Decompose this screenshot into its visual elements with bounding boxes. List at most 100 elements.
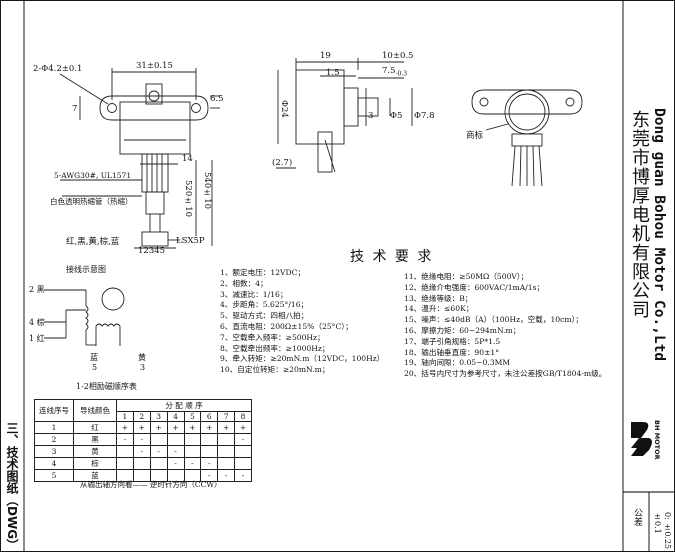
spec-item: 15、噪声：≤40dB（A）（100Hz，空载，10cm）； xyxy=(404,315,583,325)
step-number: 7 xyxy=(217,410,236,423)
cell-wire-color: 黑 xyxy=(73,433,117,447)
cell-polarity: - xyxy=(200,457,219,471)
step-number: 4 xyxy=(166,410,185,423)
dim-wire-spec: 5-AWG30#, UL1571 xyxy=(54,171,132,180)
cell-line-number: 2 xyxy=(34,433,74,447)
specs-left-list: 1、额定电压：12VDC；2、相数：4；3、减速比：1/16；4、步距角：5.6… xyxy=(220,268,384,376)
cell-polarity xyxy=(217,433,236,447)
dim-pins: 12345 xyxy=(138,246,166,256)
step-number: 3 xyxy=(149,410,168,423)
cell-wire-color: 黄 xyxy=(73,445,117,459)
cell-polarity xyxy=(166,433,185,447)
step-number: 2 xyxy=(132,410,151,423)
cell-polarity: - xyxy=(166,445,185,459)
header-line-number: 连线序号 xyxy=(34,398,74,423)
cell-polarity: + xyxy=(166,421,185,435)
cell-polarity: - xyxy=(116,433,134,447)
dim-dia-5: Φ5 xyxy=(390,111,403,121)
cell-wire-color: 红 xyxy=(73,421,117,435)
direction-note: 从输出轴方向看—— 逆时针方向（CCW） xyxy=(80,480,222,489)
dim-dia-7-8: Φ7.8 xyxy=(414,111,435,121)
dim-10: 10±0.5 xyxy=(382,51,414,61)
cell-polarity xyxy=(132,457,151,471)
cell-polarity: - xyxy=(234,469,252,483)
dim-hole: 2-Φ4.2±0.1 xyxy=(33,64,83,74)
cell-polarity: + xyxy=(149,421,168,435)
dim-right-height: 6.5 xyxy=(210,94,224,104)
cell-polarity xyxy=(116,445,134,459)
cell-polarity: + xyxy=(234,421,252,435)
spec-item: 2、相数：4； xyxy=(220,278,268,288)
cell-polarity: + xyxy=(200,421,219,435)
dim-2-7: (2.7) xyxy=(272,158,293,168)
cell-polarity: - xyxy=(149,445,168,459)
spec-item: 1、额定电压：12VDC； xyxy=(220,268,306,277)
wiring-title: 接线示意图 xyxy=(66,265,106,274)
spec-item: 4、步距角：5.625°/16； xyxy=(220,300,309,310)
spec-item: 3、减速比：1/16； xyxy=(220,289,288,299)
company-name-en: Dong guan Bohou Motor Co.,Ltd xyxy=(651,108,667,362)
cell-polarity xyxy=(200,445,219,459)
dim-connector: LSX5P xyxy=(176,236,205,246)
wire-label-black: 2 黑 xyxy=(29,285,45,294)
cell-line-number: 3 xyxy=(34,445,74,459)
cell-polarity xyxy=(217,445,236,459)
wiring-diagram-lines xyxy=(44,287,125,346)
spec-item: 18、输出轴垂直度：90±1° xyxy=(404,347,500,357)
dim-wire-colors: 红,黑,黄,棕,蓝 xyxy=(66,237,120,247)
header-sequence: 分 配 顺 序 xyxy=(116,399,252,412)
spec-item: 14、温升：≤60K； xyxy=(404,304,474,314)
cell-line-number: 1 xyxy=(34,421,74,435)
requirements-title: 技 术 要 求 xyxy=(350,249,434,265)
dim-length-540: 540±10 xyxy=(202,172,212,210)
wire-label-brown: 4 棕 xyxy=(29,318,45,327)
cell-polarity xyxy=(217,457,236,471)
cell-polarity: - xyxy=(166,457,185,471)
cell-polarity: - xyxy=(234,433,252,447)
cell-polarity: + xyxy=(132,421,151,435)
dim-1-5: 1.5 xyxy=(326,68,340,78)
front-view xyxy=(59,68,220,249)
dim-wire-width: 14 xyxy=(182,154,193,164)
cell-polarity xyxy=(183,445,202,459)
cell-polarity: - xyxy=(132,445,151,459)
spec-item: 17、端子引角规格：5P*1.5 xyxy=(404,336,501,346)
cell-polarity xyxy=(234,445,252,459)
cell-polarity: - xyxy=(183,457,202,471)
specs-right-list: 11、绝缘电阻：≥50MΩ（500V）；12、绝缘介电强度：600VAC/1mA… xyxy=(404,272,606,380)
cell-polarity xyxy=(183,433,202,447)
cell-polarity: - xyxy=(217,469,236,483)
tolerance-line1: ±0.1 xyxy=(653,512,662,534)
spec-item: 13、绝缘等级：B； xyxy=(404,293,473,303)
step-number: 8 xyxy=(234,410,252,423)
section-title: 三、技术图纸（DWG） xyxy=(5,422,19,552)
step-number: 1 xyxy=(116,410,134,423)
side-view xyxy=(276,58,413,173)
cell-line-number: 5 xyxy=(34,469,74,483)
tolerance-line2: 0: ±0.25 xyxy=(663,512,672,550)
dim-7-5: 7.5-0.3 xyxy=(382,66,408,78)
spec-item: 11、绝缘电阻：≥50MΩ（500V）； xyxy=(404,272,529,281)
dim-left-height: 7 xyxy=(72,104,78,114)
cell-polarity: - xyxy=(132,433,151,447)
cell-polarity xyxy=(116,457,134,471)
cell-wire-color: 蓝 xyxy=(73,469,117,483)
spec-item: 5、驱动方式：四相八拍； xyxy=(220,311,309,321)
spec-item: 10、自定位转矩：≥20mN.m； xyxy=(220,365,330,375)
dim-3: 3 xyxy=(368,111,374,121)
wire-label-yellow: 黄 xyxy=(138,353,146,362)
cell-polarity xyxy=(234,457,252,471)
spec-item: 7、空载牵入频率：≥500Hz； xyxy=(220,332,325,342)
spec-item: 12、绝缘介电强度：600VAC/1mA/1s； xyxy=(404,282,545,292)
tolerance-label: 公差 xyxy=(632,508,642,526)
step-number: 6 xyxy=(200,410,219,423)
cell-polarity xyxy=(149,457,168,471)
rear-view xyxy=(471,89,583,187)
dim-19: 19 xyxy=(320,51,331,61)
header-wire-color: 导线颜色 xyxy=(73,398,117,423)
dim-sleeve: 白色透明热缩管（热缩） xyxy=(50,197,133,206)
